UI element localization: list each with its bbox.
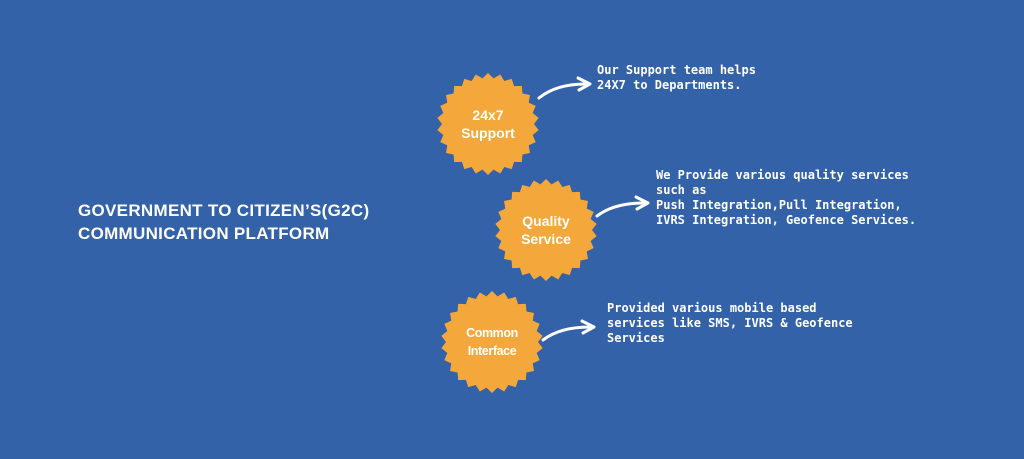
description-quality-line-3: Push Integration,Pull Integration, [656,198,902,212]
page-title: GOVERNMENT TO CITIZEN’S(G2C) COMMUNICATI… [78,199,438,245]
badge-quality-line-2: Service [521,231,571,247]
description-quality-line-4: IVRS Integration, Geofence Services. [656,213,917,227]
badge-interface: Common Interface [440,290,544,394]
description-interface-line-1: Provided various mobile based [607,301,817,315]
badge-support: 24x7 Support [436,72,540,176]
starburst-badge-icon [441,291,543,393]
arrow-quality-icon [595,195,650,218]
badge-support-line-1: 24x7 [472,107,504,123]
description-interface-line-2: services like SMS, IVRS & Geofence [607,316,853,330]
description-support: Our Support team helps 24X7 to Departmen… [597,63,756,93]
badge-quality: Quality Service [494,178,598,282]
starburst-badge-icon [437,73,539,175]
arrow-support-icon [537,76,592,100]
arrow-interface-icon [541,319,596,342]
description-quality-line-2: such as [656,183,707,197]
badge-quality-line-1: Quality [522,213,570,229]
badge-interface-label: Common Interface [440,290,544,394]
title-line-1: GOVERNMENT TO CITIZEN’S(G2C) [78,201,370,220]
badge-interface-line-1: Common [466,326,518,340]
badge-quality-label: Quality Service [494,178,598,282]
description-quality: We Provide various quality services such… [656,168,916,228]
starburst-badge-icon [495,179,597,281]
description-support-line-2: 24X7 to Departments. [597,78,742,92]
title-line-2: COMMUNICATION PLATFORM [78,224,330,243]
description-interface-line-3: Services [607,331,665,345]
description-support-line-1: Our Support team helps [597,63,756,77]
badge-support-line-2: Support [461,125,515,141]
description-interface: Provided various mobile based services l… [607,301,853,346]
badge-interface-line-2: Interface [467,344,517,358]
badge-support-label: 24x7 Support [436,72,540,176]
description-quality-line-1: We Provide various quality services [656,168,909,182]
